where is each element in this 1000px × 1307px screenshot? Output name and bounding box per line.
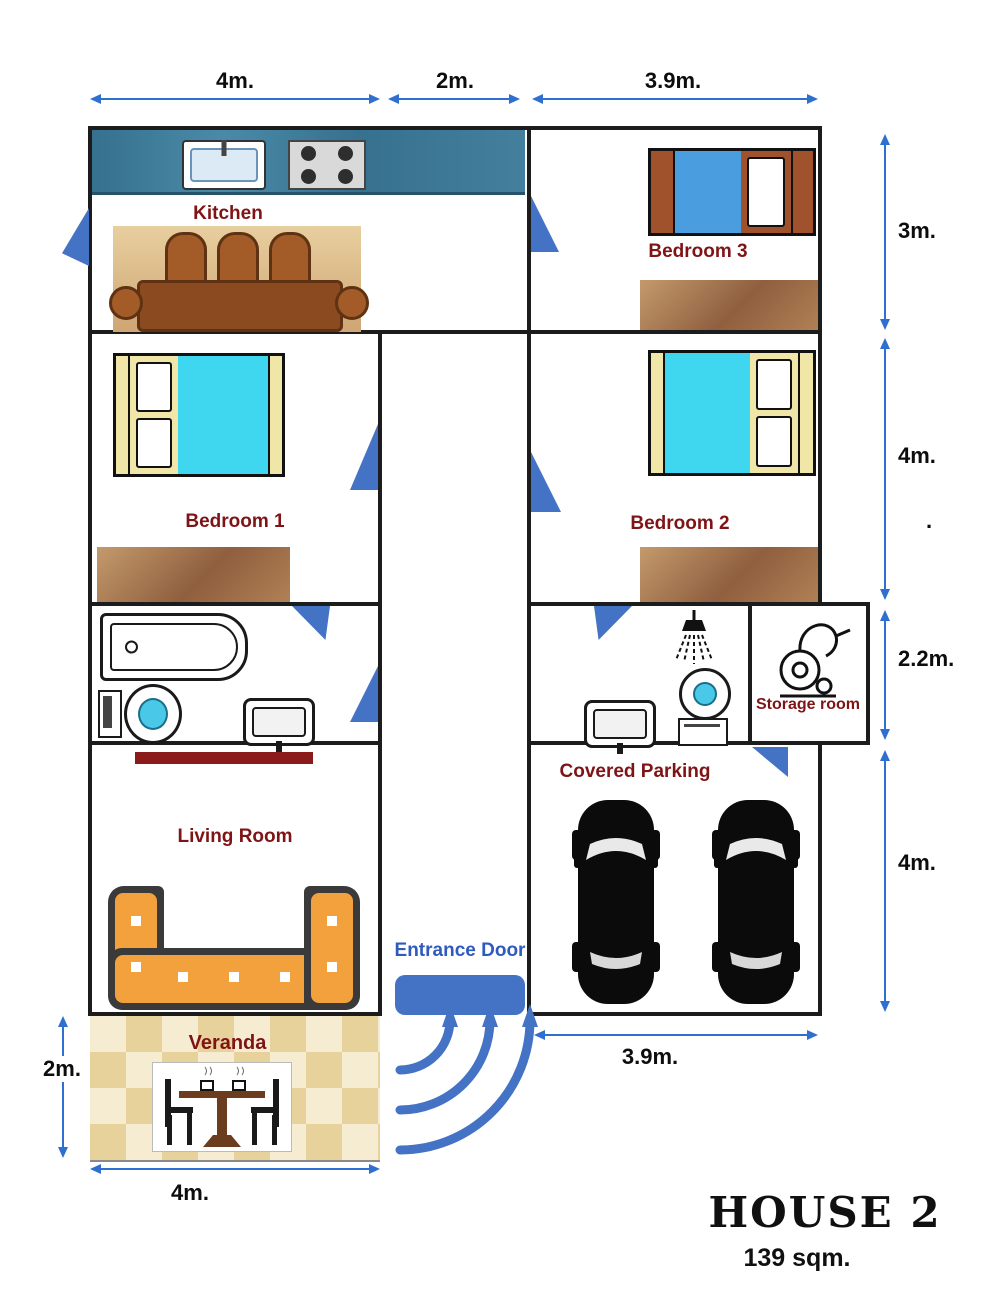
dimension-arrow xyxy=(534,1030,818,1040)
toilet-icon xyxy=(676,668,731,746)
dimension-label: 2m. xyxy=(34,1056,90,1082)
car-icon xyxy=(572,800,660,1004)
living-room-mat xyxy=(135,752,313,764)
dimension-label: 3.9m. xyxy=(644,68,702,93)
door-swing-icon xyxy=(531,196,559,252)
bedroom2-label: Bedroom 2 xyxy=(630,513,730,534)
bed-icon xyxy=(648,148,816,236)
dimension-label: 4m. xyxy=(216,68,254,93)
wall-bottom-right xyxy=(529,1012,822,1016)
vacuum-icon xyxy=(779,623,851,698)
dimension-label: 3.9m. xyxy=(621,1044,679,1069)
door-swing-icon xyxy=(594,606,632,640)
dimension-label: . xyxy=(926,508,933,533)
sink-icon xyxy=(584,700,656,754)
bedroom1-label: Bedroom 1 xyxy=(185,511,285,532)
shower-icon xyxy=(675,610,713,664)
entrance-door xyxy=(395,975,525,1015)
bed-icon xyxy=(648,350,816,476)
wall-top xyxy=(88,126,822,130)
car-icon xyxy=(712,800,800,1004)
kitchen-counter xyxy=(92,130,525,195)
kitchen-label: Kitchen xyxy=(193,203,263,224)
toilet-icon xyxy=(98,682,182,744)
sink-icon xyxy=(243,698,315,752)
dimension-arrow xyxy=(880,610,890,740)
area-label: 139 sqm. xyxy=(743,1244,851,1272)
wall-h-bedroom2-bottom xyxy=(529,602,870,606)
veranda-table-icon xyxy=(152,1062,292,1152)
dimension-label: 4m. xyxy=(898,850,936,875)
stove-icon xyxy=(288,140,366,190)
bathtub-icon xyxy=(100,613,248,681)
dimension-arrow xyxy=(90,94,380,104)
door-swing-icon xyxy=(292,606,330,640)
dimension-label: 2m. xyxy=(436,68,474,93)
wall-h-bath-left-bottom xyxy=(88,741,382,745)
covered-parking-label: Covered Parking xyxy=(559,761,711,782)
door-swing-icon xyxy=(531,452,561,512)
page-title: HOUSE 2 xyxy=(708,1188,942,1237)
dimension-arrow xyxy=(880,134,890,330)
door-swing-icon xyxy=(752,747,788,777)
wall-bottom-left xyxy=(88,1012,382,1016)
dimension-arrow xyxy=(90,1164,380,1174)
veranda-label: Veranda xyxy=(188,1032,267,1054)
door-swing-icon xyxy=(62,208,89,266)
wall-h-bedroom1-bottom xyxy=(88,602,382,606)
wall-storage-right xyxy=(866,602,870,745)
bedroom3-rug xyxy=(640,280,818,330)
bedroom1-rug xyxy=(97,547,290,602)
door-swing-icon xyxy=(350,666,378,722)
wall-right-upper xyxy=(818,126,822,606)
dimension-arrow xyxy=(880,750,890,1012)
wall-storage-left xyxy=(748,602,752,745)
dimension-arrow xyxy=(532,94,818,104)
dimension-arrow xyxy=(880,338,890,600)
dimension-label: 3m. xyxy=(898,218,936,243)
wall-right-lower xyxy=(818,741,822,1016)
door-swing-icon xyxy=(350,424,378,490)
dimension-label: 4m. xyxy=(898,443,936,468)
entrance-door-label: Entrance Door xyxy=(394,940,526,961)
wall-left xyxy=(88,126,92,1016)
wall-mid-vertical xyxy=(527,126,531,1016)
storage-room-label: Storage room xyxy=(755,696,860,713)
bedroom2-rug xyxy=(640,547,818,602)
living-room-label: Living Room xyxy=(177,826,293,847)
bedroom3-label: Bedroom 3 xyxy=(648,241,748,262)
veranda-floor xyxy=(90,1016,380,1162)
dimension-label: 4m. xyxy=(171,1180,209,1205)
sofa-icon xyxy=(108,886,360,1010)
bed-icon xyxy=(113,353,285,477)
kitchen-sink-icon xyxy=(182,140,266,190)
wall-left-column xyxy=(378,330,382,1016)
wall-h-kitchen-bottom xyxy=(88,330,822,334)
entrance-path-arrows-icon xyxy=(395,1004,538,1155)
dimension-arrow xyxy=(58,1016,68,1158)
dimension-arrow xyxy=(388,94,520,104)
dimension-label: 2.2m. xyxy=(898,646,955,671)
dining-table-icon xyxy=(109,226,369,332)
